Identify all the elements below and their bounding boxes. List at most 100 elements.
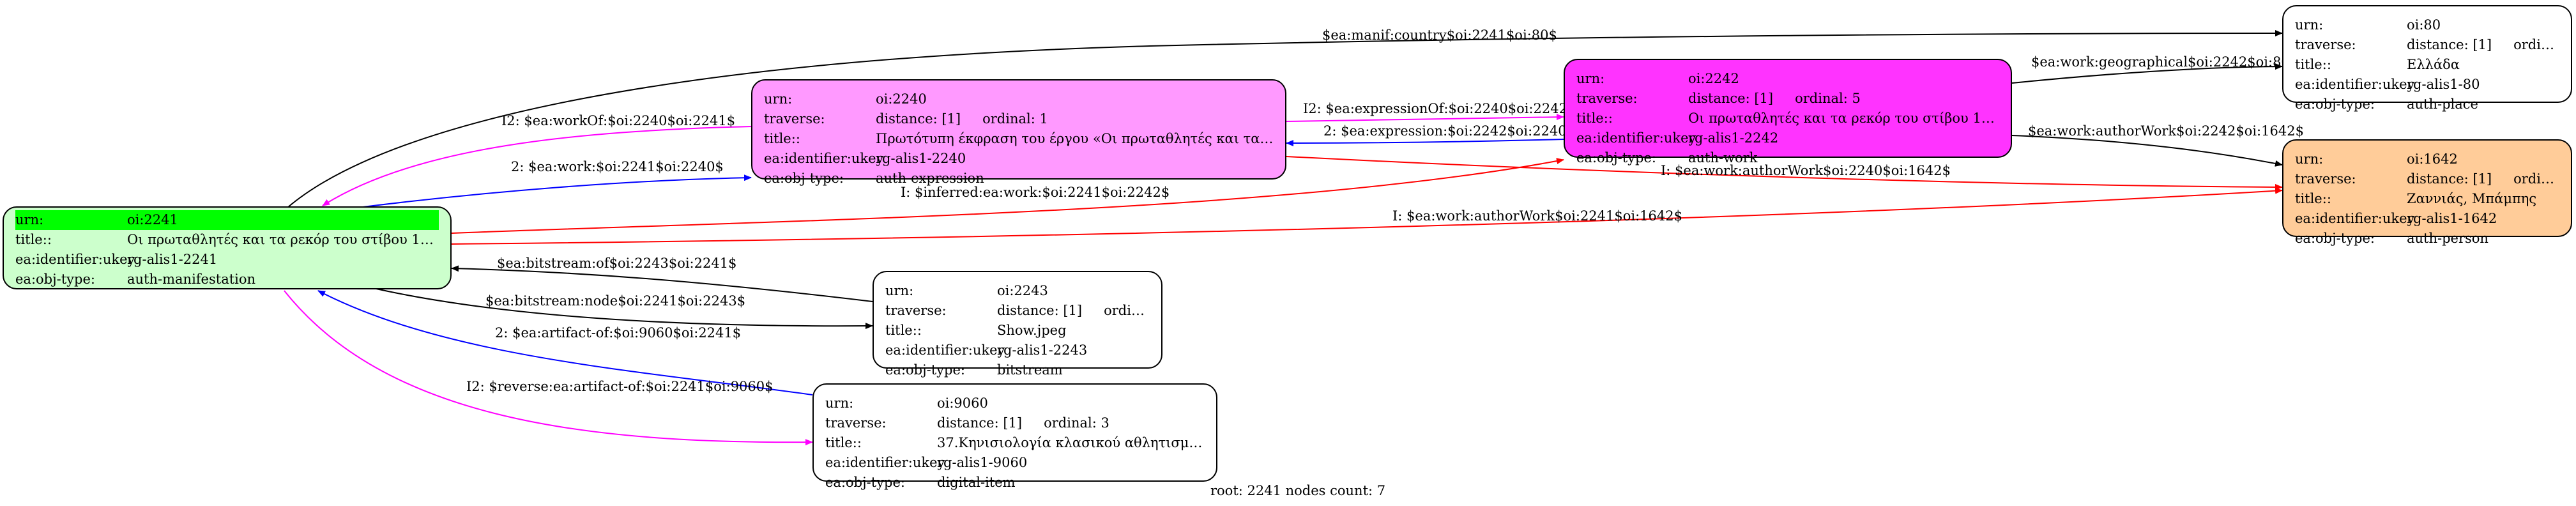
node-key: title:: bbox=[2295, 191, 2331, 206]
edge-e3 bbox=[2011, 135, 2283, 167]
node-value: auth-person bbox=[2407, 231, 2488, 246]
node-key: ea:obj-type: bbox=[2295, 231, 2375, 246]
edge-e8 bbox=[357, 174, 752, 208]
edge-e4 bbox=[1286, 114, 1564, 122]
node-key: urn: bbox=[15, 212, 44, 227]
node-value: oi:2242 bbox=[1688, 71, 1739, 86]
edge-label-e11: $ea:bitstream:of$oi:2243$oi:2241$ bbox=[497, 256, 736, 271]
node-value: oi:2241 bbox=[127, 212, 178, 227]
node-value: Ζαννιάς, Μπάμπης bbox=[2407, 191, 2537, 206]
node-oi-2240[interactable]: urn: oi:2240 traverse: distance: [1] ordina… bbox=[751, 79, 1286, 186]
node-key: title:: bbox=[825, 435, 862, 450]
node-key: title:: bbox=[2295, 57, 2331, 72]
node-value: auth-work bbox=[1688, 150, 1758, 165]
node-value: Ελλάδα bbox=[2407, 57, 2460, 72]
node-oi-2242[interactable]: urn: oi:2242 traverse: distance: [1] ordina… bbox=[1564, 59, 2012, 165]
node-value: distance: [1] bbox=[2407, 171, 2492, 187]
node-key: ea:identifier:ukey bbox=[764, 151, 884, 166]
edge-e10 bbox=[451, 187, 2283, 245]
edge-label-e9: I: $inferred:ea:work:$oi:2241$oi:2242$ bbox=[901, 185, 1170, 200]
edge-e12 bbox=[370, 287, 873, 330]
node-oi-9060[interactable]: urn: oi:9060 traverse: distance: [1] ordina… bbox=[812, 383, 1217, 490]
node-key: traverse: bbox=[825, 415, 887, 431]
node-key: urn: bbox=[2295, 17, 2324, 33]
edge-e13 bbox=[317, 290, 813, 395]
node-value: rg-alis1-9060 bbox=[937, 455, 1028, 470]
node-key: ea:identifier:ukey bbox=[2295, 77, 2415, 92]
node-value: Show.jpeg bbox=[997, 323, 1067, 338]
node-value: distance: [1] bbox=[997, 303, 1083, 318]
node-key: urn: bbox=[885, 283, 914, 298]
node-oi-2243[interactable]: urn: oi:2243 traverse: distance: [1] ordina… bbox=[873, 271, 1162, 378]
node-key: traverse: bbox=[2295, 37, 2356, 52]
node-value: rg-alis1-1642 bbox=[2407, 211, 2497, 226]
edge-label-e8: 2: $ea:work:$oi:2241$oi:2240$ bbox=[511, 159, 724, 174]
node-value: ordinal: 4 bbox=[2513, 37, 2559, 52]
node-value: 37.Κηνισιολογία κλασικού αθλητισμού-Copy bbox=[937, 435, 1205, 450]
node-value: oi:2240 bbox=[876, 91, 927, 107]
node-value: oi:2243 bbox=[997, 283, 1048, 298]
node-key: urn: bbox=[764, 91, 793, 107]
node-value: oi:9060 bbox=[937, 395, 988, 411]
node-key: ea:obj-type: bbox=[885, 362, 965, 378]
node-key: traverse: bbox=[2295, 171, 2356, 187]
edge-label-e4: I2: $ea:expressionOf:$oi:2240$oi:2242$ bbox=[1303, 101, 1576, 116]
node-value: distance: [1] bbox=[937, 415, 1023, 431]
node-key: urn: bbox=[825, 395, 854, 411]
node-value: ordinal: 1 bbox=[982, 111, 1048, 126]
edge-e5 bbox=[1286, 139, 1564, 146]
edge-label-e3: $ea:work:authorWork$oi:2242$oi:1642$ bbox=[2028, 123, 2304, 139]
edge-label-e6: I: $ea:work:authorWork$oi:2240$oi:1642$ bbox=[1661, 163, 1951, 178]
node-value: auth-expression bbox=[876, 171, 984, 186]
node-value: ordinal: 3 bbox=[1044, 415, 1109, 431]
edge-e1 bbox=[287, 30, 2283, 208]
node-value: auth-place bbox=[2407, 96, 2478, 112]
node-key: ea:obj-type: bbox=[2295, 96, 2375, 112]
node-value: distance: [1] bbox=[1688, 91, 1774, 106]
node-value: rg-alis1-2241 bbox=[127, 252, 218, 267]
edge-e14 bbox=[284, 290, 813, 446]
node-value: distance: [1] bbox=[2407, 37, 2492, 52]
node-oi-2241[interactable]: urn:oi:2241 title::Οι πρωταθλητές και τα… bbox=[3, 206, 452, 289]
node-value: Πρωτότυπη έκφραση του έργου «Οι πρωταθλη… bbox=[876, 131, 1274, 146]
node-value: oi:80 bbox=[2407, 17, 2441, 33]
edge-label-e10: I: $ea:work:authorWork$oi:2241$oi:1642$ bbox=[1392, 208, 1682, 224]
node-value: rg-alis1-2242 bbox=[1688, 130, 1779, 146]
node-value: ordinal: 2 bbox=[1104, 303, 1150, 318]
node-key: traverse: bbox=[764, 111, 825, 126]
node-key: ea:identifier:ukey bbox=[2295, 211, 2415, 226]
edge-e7 bbox=[322, 126, 752, 206]
edge-e11 bbox=[451, 265, 873, 302]
node-value: rg-alis1-2243 bbox=[997, 342, 1088, 358]
node-key: ea:identifier:ukey bbox=[885, 342, 1005, 358]
node-key: ea:obj-type: bbox=[15, 272, 95, 287]
node-key: ea:identifier:ukey bbox=[825, 455, 945, 470]
node-key: ea:obj-type: bbox=[825, 475, 905, 490]
node-key: traverse: bbox=[885, 303, 947, 318]
node-key: ea:obj-type: bbox=[1576, 150, 1656, 165]
edge-e2 bbox=[2011, 63, 2283, 84]
node-key: traverse: bbox=[1576, 91, 1638, 106]
node-key: ea:identifier:ukey bbox=[1576, 130, 1696, 146]
edge-e6 bbox=[1286, 156, 2283, 190]
edge-label-e12: $ea:bitstream:node$oi:2241$oi:2243$ bbox=[485, 293, 745, 309]
edge-label-e14: I2: $reverse:ea:artifact-of:$oi:2241$oi:… bbox=[466, 379, 774, 394]
node-key: urn: bbox=[1576, 71, 1605, 86]
node-value: distance: [1] bbox=[876, 111, 961, 126]
node-value: rg-alis1-80 bbox=[2407, 77, 2480, 92]
node-key: title:: bbox=[15, 232, 52, 247]
node-value: Οι πρωταθλητές και τα ρεκόρ του στίβου 1… bbox=[1688, 111, 1999, 126]
edge-label-e2: $ea:work:geographical$oi:2242$oi:80$ bbox=[2031, 54, 2298, 70]
node-oi-1642[interactable]: urn:oi:1642 traverse:distance: [1]ordina… bbox=[2282, 139, 2572, 246]
node-key: title:: bbox=[885, 323, 922, 338]
node-value: digital-item bbox=[937, 475, 1016, 490]
node-oi-80[interactable]: urn: oi:80 traverse: distance: [1] ordinal:… bbox=[2282, 5, 2572, 112]
node-value: rg-alis1-2240 bbox=[876, 151, 966, 166]
edge-label-e7: I2: $ea:workOf:$oi:2240$oi:2241$ bbox=[501, 113, 735, 128]
graph-footer: root: 2241 nodes count: 7 bbox=[1210, 483, 1386, 498]
node-value: ordinal: 6 bbox=[2513, 171, 2559, 187]
node-value: bitstream bbox=[997, 362, 1063, 378]
root-highlight-row: urn: oi:2241 bbox=[15, 210, 439, 230]
node-value: ordinal: 5 bbox=[1795, 91, 1861, 106]
